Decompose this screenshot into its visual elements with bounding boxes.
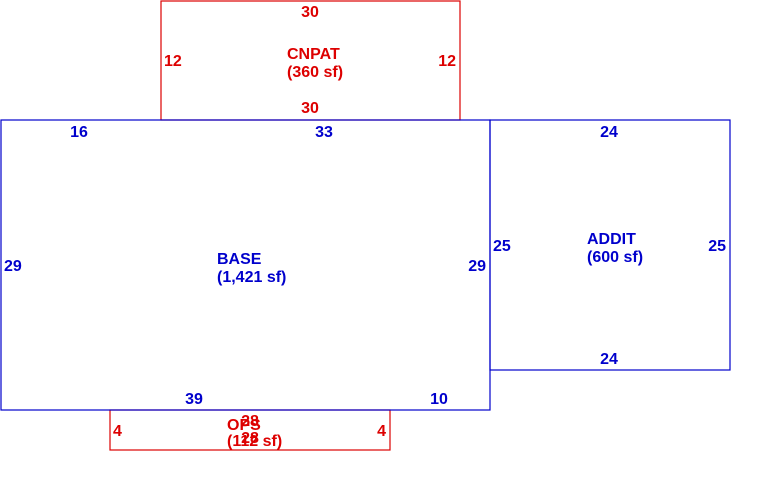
addit-label: ADDIT xyxy=(587,231,636,248)
cnpat-dim-left: 12 xyxy=(164,53,182,70)
base-dim-top-left: 16 xyxy=(70,124,88,141)
addit-area-value: (600 sf) xyxy=(587,249,643,266)
cnpat-dim-right: 12 xyxy=(438,53,456,70)
cnpat-dim-top: 30 xyxy=(301,4,319,21)
ops-dim-right: 4 xyxy=(377,423,386,440)
base-dim-bottom-left: 39 xyxy=(185,391,203,408)
ops-dim-bottom: 28 xyxy=(241,430,259,447)
cnpat-area: 30 30 12 12 CNPAT (360 sf) xyxy=(160,0,461,121)
addit-dim-top: 24 xyxy=(600,124,618,141)
base-label: BASE xyxy=(217,251,262,268)
addit-area: 24 24 25 25 ADDIT (600 sf) xyxy=(489,119,731,371)
ops-label: OPS xyxy=(227,417,261,434)
base-dim-bottom-right: 10 xyxy=(430,391,448,408)
addit-dim-right: 25 xyxy=(708,238,726,255)
ops-dim-left: 4 xyxy=(113,423,122,440)
base-area-value: (1,421 sf) xyxy=(217,269,286,286)
ops-dim-top: 28 xyxy=(241,413,259,430)
ops-area-value: (112 sf) xyxy=(227,433,282,450)
base-dim-right: 29 xyxy=(468,258,486,275)
cnpat-dim-bottom: 30 xyxy=(301,100,319,117)
cnpat-label: CNPAT xyxy=(287,46,340,63)
base-dim-left: 29 xyxy=(4,258,22,275)
cnpat-area-value: (360 sf) xyxy=(287,64,343,81)
ops-area: 28 28 4 4 OPS (112 sf) xyxy=(109,409,391,451)
base-area: 16 33 29 29 39 10 BASE (1,421 sf) xyxy=(0,119,491,411)
addit-dim-bottom: 24 xyxy=(600,351,618,368)
base-dim-top-right: 33 xyxy=(315,124,333,141)
addit-outline xyxy=(489,119,731,371)
addit-dim-left: 25 xyxy=(493,238,511,255)
